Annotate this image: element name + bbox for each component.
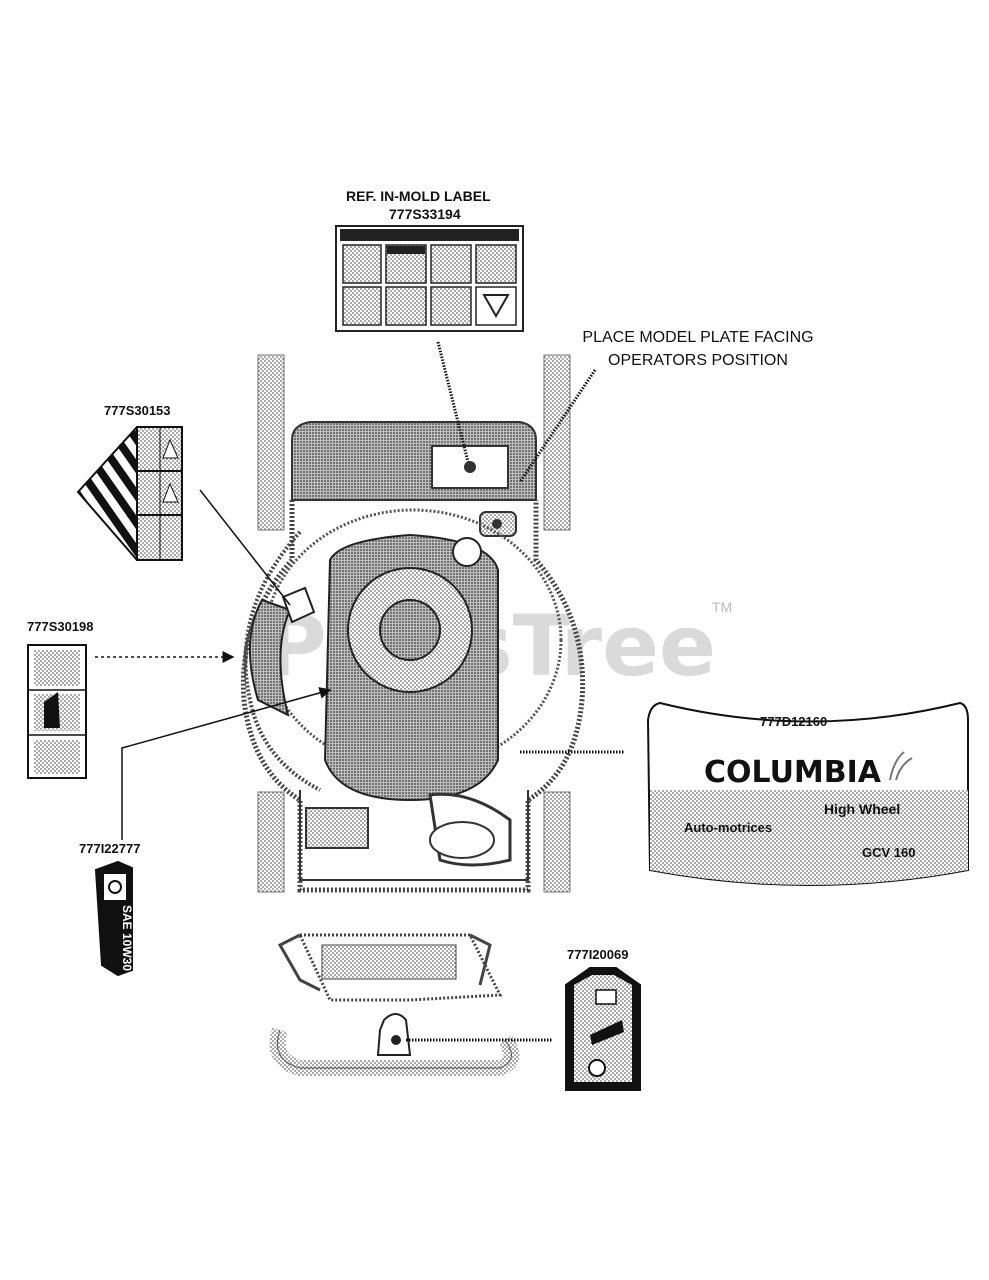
mower-deck bbox=[240, 500, 586, 893]
warning-decal-graphic bbox=[76, 426, 183, 561]
mower-wheels bbox=[257, 354, 571, 893]
in-mold-part-number: 777S33194 bbox=[389, 206, 461, 222]
in-mold-label-graphic bbox=[335, 225, 524, 332]
columbia-line1-text: High Wheel bbox=[824, 801, 900, 817]
handle-assembly bbox=[269, 933, 520, 1076]
columbia-brand-text: COLUMBIA bbox=[704, 755, 882, 790]
control-decal-graphic bbox=[565, 967, 641, 1091]
oil-decal-text: SAE 10W30 bbox=[120, 905, 134, 971]
leader-lines bbox=[95, 341, 625, 1042]
warning-decal-label: 777S30153 bbox=[104, 403, 171, 418]
model-plate-note-line1: PLACE MODEL PLATE FACING bbox=[582, 329, 814, 346]
rear-housing bbox=[291, 421, 537, 537]
in-mold-ref-label: REF. IN-MOLD LABEL bbox=[346, 188, 491, 204]
oil-decal-graphic: SAE 10W30 bbox=[94, 860, 134, 977]
side-decal-label: 777S30198 bbox=[27, 619, 94, 634]
oil-decal-label: 777I22777 bbox=[79, 841, 141, 856]
model-plate-note-line2: OPERATORS POSITION bbox=[608, 352, 788, 369]
model-plate-note: PLACE MODEL PLATE FACING OPERATORS POSIT… bbox=[560, 326, 836, 372]
columbia-plate-graphic: COLUMBIA High Wheel Auto-motrices GCV 16… bbox=[646, 701, 969, 886]
watermark-tm: TM bbox=[712, 599, 732, 615]
columbia-decal-label: 777D12160 bbox=[760, 714, 828, 729]
control-decal-label: 777I20069 bbox=[567, 947, 629, 962]
columbia-line2-text: Auto-motrices bbox=[684, 820, 772, 835]
side-decal-graphic bbox=[27, 644, 87, 779]
columbia-engine-text: GCV 160 bbox=[862, 845, 915, 860]
